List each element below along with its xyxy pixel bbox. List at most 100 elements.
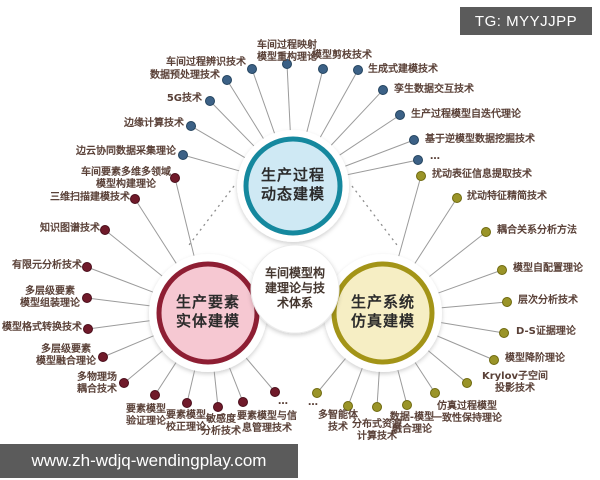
center-topic-label: 车间模型构建理论与技术体系 [264,266,325,310]
node-dot [150,390,160,400]
circle-title-system-simulation-modeling: 生产系统 仿真建模 [350,293,415,330]
node-label: 车间过程辨识技术 [166,57,246,68]
node-link-line [209,100,255,147]
node-label: 多智能体 技术 [318,410,358,433]
node-link-line [87,320,150,330]
node-dot [462,378,472,388]
node-dot [343,401,353,411]
node-dot [186,121,196,131]
node-label: … [308,397,318,408]
node-label: … [430,151,440,162]
inter-circle-dashed-link [188,185,235,246]
node-link-line [229,367,244,403]
node-label: 边云协同数据采集理论 [76,146,176,157]
node-dot [497,265,507,275]
node-link-line [414,362,436,394]
node-label: 边缘计算技术 [124,118,184,129]
node-dot [182,398,192,408]
node-link-line [339,114,401,156]
node-label: 基于逆模型数据挖掘技术 [425,134,535,145]
circle-title-element-entity-modeling: 生产要素 实体建模 [175,293,240,330]
node-link-line [397,369,408,406]
node-dot [481,227,491,237]
node-dot [130,194,140,204]
node-dot [430,388,440,398]
node-label: 孪生数据交互技术 [394,84,474,95]
node-label: 要素模型 验证理论 [126,404,166,427]
node-dot [378,85,388,95]
node-label: 多层级要素 模型组装理论 [20,286,80,309]
node-link-line [441,301,508,309]
node-link-line [376,371,380,408]
node-dot [213,402,223,412]
node-dot [312,388,322,398]
node-link-line [438,269,503,294]
node-dot [222,75,232,85]
node-label: 模型自配置理论 [513,263,583,274]
node-dot [416,171,426,181]
node-link-line [398,175,422,257]
node-link-line [190,125,245,159]
node-label: 车间过程映射 模型重构理论 [257,40,317,63]
node-label: 有限元分析技术 [12,260,82,271]
node-link-line [347,368,363,407]
node-label: 扰动特征精简技术 [467,191,547,202]
node-dot [395,110,405,120]
node-label: 层次分析技术 [518,295,578,306]
node-dot [282,59,292,69]
node-link-line [286,63,291,131]
node-label: 多层级要素 模型融合理论 [36,344,96,367]
node-link-line [182,154,240,172]
node-link-line [154,362,177,396]
node-dot [82,293,92,303]
node-label: … [278,396,288,407]
node-link-line [104,229,163,277]
circle-process-dynamic-modeling [243,136,343,236]
node-label: 数据预处理技术 [150,70,220,81]
node-label: 多物理场 耦合技术 [77,372,117,395]
node-label: 知识图谱技术 [40,223,100,234]
node-dot [170,173,180,183]
node-link-line [102,335,154,358]
center-topic-circle [250,244,340,334]
node-link-line [441,322,505,334]
node-link-line [428,350,468,384]
node-label: 耦合关系分析方法 [497,225,577,236]
node-link-line [319,69,359,138]
node-dot [502,297,512,307]
node-link-line [306,68,324,132]
node-link-line [174,177,195,256]
node-dot [489,355,499,365]
node-label: 分布式资源 计算技术 [352,419,402,442]
watermark-website-bar: www.zh-wdjq-wendingplay.com [0,444,298,478]
node-label: 模型剪枝技术 [312,50,372,61]
node-dot [402,400,412,410]
node-label: 仿真过程模型 一致性保持理论 [432,401,502,424]
node-dot [372,402,382,412]
node-label: D-S证据理论 [516,326,576,337]
node-dot [119,378,129,388]
node-label: 敏感度 分析技术 [201,414,241,437]
node-link-line [213,371,219,408]
node-label: 要素模型与信 息管理技术 [237,411,297,434]
node-label: Krylov子空间 投影技术 [481,371,548,394]
node-dot [98,352,108,362]
node-label: 数据-模型 融合理论 [389,412,435,435]
node-dot [318,64,328,74]
node-link-line [251,68,275,134]
node-dot [247,64,257,74]
node-label: 模型降阶理论 [505,353,565,364]
node-label: 生成式建模技术 [368,64,438,75]
node-dot [413,155,423,165]
node-dot [82,262,92,272]
node-label: 5G技术 [166,93,202,104]
node-dot [83,324,93,334]
inter-circle-dashed-link [351,185,398,246]
node-dot [452,193,462,203]
node-link-line [437,335,495,361]
node-link-line [414,197,458,264]
node-dot [409,135,419,145]
circle-system-simulation-modeling [331,261,435,365]
